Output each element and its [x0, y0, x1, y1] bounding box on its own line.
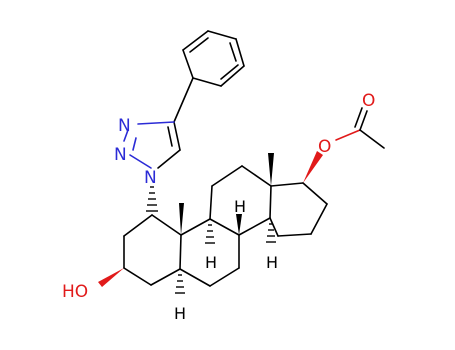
h-label-c5: H — [174, 304, 186, 323]
ring-c — [209, 165, 272, 236]
hashed-h-c9 — [205, 224, 215, 244]
ring-a — [123, 214, 182, 286]
atom-o-ester: O — [318, 137, 331, 157]
atom-n-lower: N — [114, 145, 127, 165]
acetate-group — [335, 107, 385, 149]
hashed-h-c5 — [175, 274, 185, 294]
wedge-c13-methyl — [268, 153, 274, 186]
atom-ho: HO — [62, 282, 88, 302]
wedge-h-c8 — [236, 214, 242, 235]
hashed-bond-n-c1 — [146, 186, 158, 212]
wedge-c17-o — [303, 151, 323, 183]
phenyl-ring — [182, 30, 245, 87]
wedge-c10-methyl — [179, 203, 184, 235]
h-label-c9: H — [205, 253, 217, 272]
ring-b — [179, 218, 240, 287]
atom-o-carbonyl: O — [362, 91, 375, 111]
hashed-h-c14 — [266, 223, 276, 243]
atom-n-triazole: N — [144, 168, 157, 188]
h-label-c14: H — [266, 253, 278, 272]
h-label-c8: H — [234, 197, 246, 216]
atom-n-upper: N — [118, 116, 131, 136]
wedge-c3-oh — [98, 268, 124, 287]
triazole-ring — [123, 121, 181, 169]
phenyl-triazole-bond — [173, 77, 194, 123]
ring-d — [269, 182, 328, 237]
